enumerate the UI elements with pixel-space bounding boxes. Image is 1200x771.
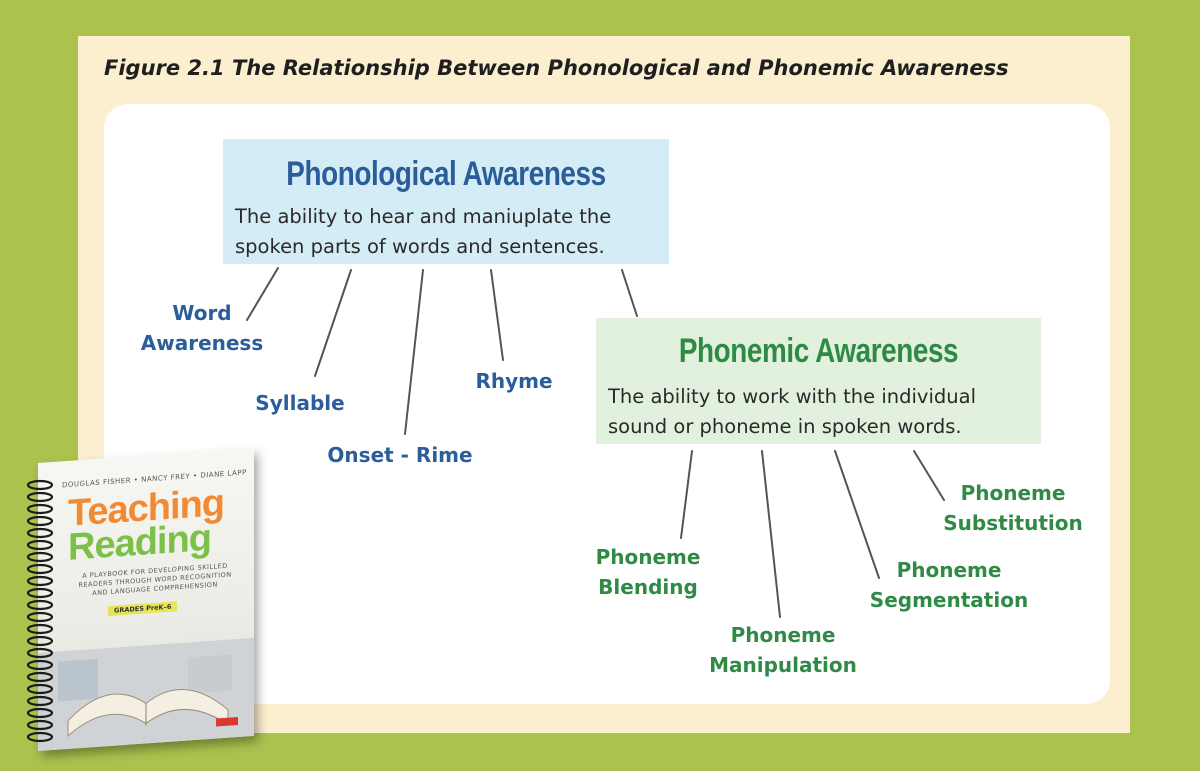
label-phoneme-manipulation-line-1: Phoneme — [696, 620, 870, 650]
spiral-binding — [22, 455, 62, 755]
phonological-desc-line-1: The ability to hear and maniuplate the — [235, 202, 661, 232]
open-book-illustration — [38, 598, 254, 751]
label-rhyme: Rhyme — [462, 366, 566, 396]
connector-phonemic — [622, 270, 637, 316]
phonemic-awareness-heading: Phonemic Awareness — [636, 332, 1001, 371]
phonological-desc-line-2: spoken parts of words and sentences. — [235, 232, 661, 262]
connector-syllable — [315, 270, 351, 376]
label-phoneme-blending-line-2: Blending — [578, 572, 718, 602]
phonemic-awareness-description: The ability to work with the individual … — [608, 382, 1033, 442]
phonological-awareness-heading: Phonological Awareness — [263, 155, 629, 194]
phonemic-desc-line-1: The ability to work with the individual — [608, 382, 1033, 412]
label-onset-rime: Onset - Rime — [310, 440, 490, 470]
connector-phoneme-blending — [681, 451, 692, 538]
label-phoneme-segmentation-line-1: Phoneme — [856, 555, 1042, 585]
label-phoneme-segmentation-line-2: Segmentation — [856, 585, 1042, 615]
phonemic-desc-line-2: sound or phoneme in spoken words. — [608, 412, 1033, 442]
label-word-awareness-line-1: Word — [130, 298, 274, 328]
label-phoneme-segmentation: Phoneme Segmentation — [856, 555, 1042, 615]
label-phoneme-substitution-line-1: Phoneme — [930, 478, 1096, 508]
label-phoneme-substitution: Phoneme Substitution — [930, 478, 1096, 538]
label-rhyme-line-1: Rhyme — [462, 366, 566, 396]
book-cover-image: DOUGLAS FISHER • NANCY FREY • DIANE LAPP… — [22, 455, 260, 755]
connector-phoneme-manipulation — [762, 451, 780, 617]
book-cover: DOUGLAS FISHER • NANCY FREY • DIANE LAPP… — [38, 448, 254, 751]
label-phoneme-manipulation: Phoneme Manipulation — [696, 620, 870, 680]
label-phoneme-manipulation-line-2: Manipulation — [696, 650, 870, 680]
label-phoneme-blending-line-1: Phoneme — [578, 542, 718, 572]
connector-rhyme — [491, 270, 503, 360]
label-phoneme-blending: Phoneme Blending — [578, 542, 718, 602]
phonemic-awareness-box: Phonemic Awareness The ability to work w… — [596, 318, 1041, 444]
label-onset-rime-line-1: Onset - Rime — [310, 440, 490, 470]
label-syllable: Syllable — [240, 388, 360, 418]
label-phoneme-substitution-line-2: Substitution — [930, 508, 1096, 538]
label-word-awareness: Word Awareness — [130, 298, 274, 358]
label-syllable-line-1: Syllable — [240, 388, 360, 418]
book-title-line-2: Reading — [68, 519, 211, 567]
label-word-awareness-line-2: Awareness — [130, 328, 274, 358]
connector-onset-rime — [405, 270, 423, 434]
phonological-awareness-box: Phonological Awareness The ability to he… — [223, 139, 669, 264]
phonological-awareness-description: The ability to hear and maniuplate the s… — [235, 202, 661, 262]
